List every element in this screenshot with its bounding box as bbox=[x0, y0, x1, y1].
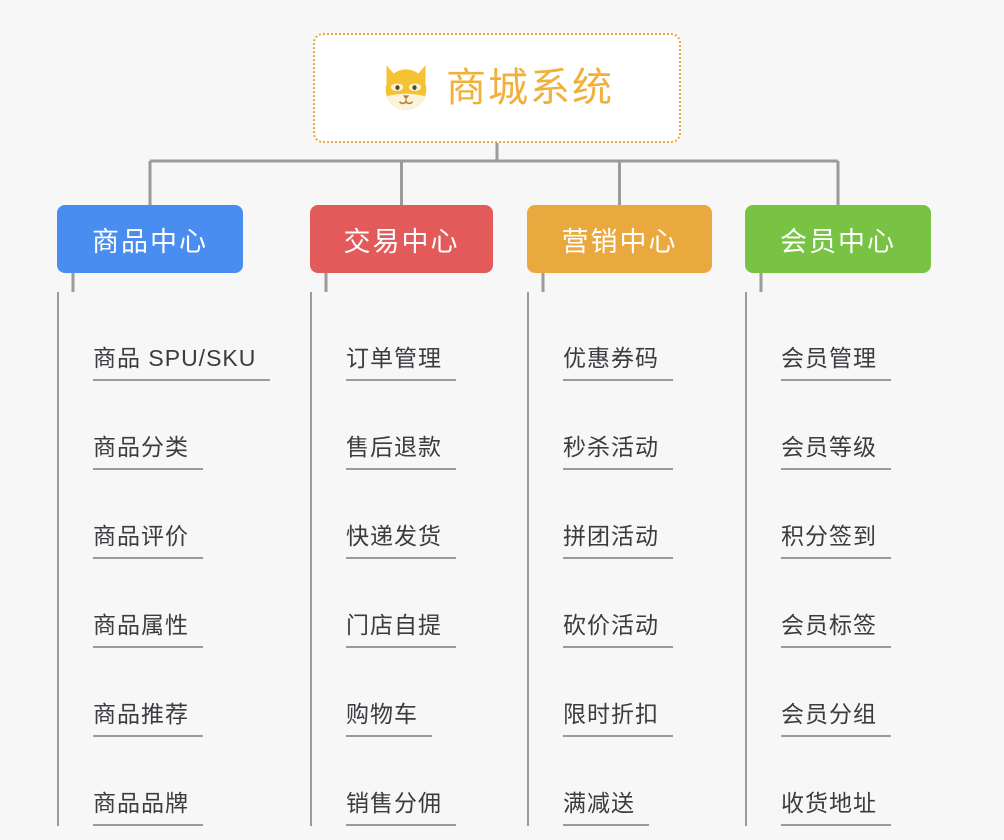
branch-spine bbox=[310, 292, 312, 826]
leaf-label: 优惠券码 bbox=[563, 339, 673, 381]
leaf-label: 积分签到 bbox=[781, 517, 891, 559]
category-box-product-center[interactable]: 商品中心 bbox=[57, 205, 243, 273]
leaf-item[interactable]: 会员管理 bbox=[745, 292, 931, 381]
category-column-trade-center: 交易中心订单管理售后退款快递发货门店自提购物车销售分佣 bbox=[310, 205, 493, 826]
category-box-trade-center[interactable]: 交易中心 bbox=[310, 205, 493, 273]
category-column-marketing-center: 营销中心优惠券码秒杀活动拼团活动砍价活动限时折扣满减送 bbox=[527, 205, 712, 826]
root-title: 商城系统 bbox=[446, 66, 614, 110]
category-label: 商品中心 bbox=[92, 226, 208, 257]
leaf-label: 门店自提 bbox=[346, 606, 456, 648]
leaf-item[interactable]: 售后退款 bbox=[310, 381, 493, 470]
leaf-item[interactable]: 商品品牌 bbox=[57, 737, 243, 826]
leaf-label: 会员管理 bbox=[781, 339, 891, 381]
leaf-list: 订单管理售后退款快递发货门店自提购物车销售分佣 bbox=[310, 292, 493, 826]
leaf-list: 会员管理会员等级积分签到会员标签会员分组收货地址 bbox=[745, 292, 931, 826]
leaf-item[interactable]: 商品分类 bbox=[57, 381, 243, 470]
category-label: 会员中心 bbox=[780, 226, 896, 257]
leaf-label: 购物车 bbox=[346, 695, 432, 737]
leaf-list: 优惠券码秒杀活动拼团活动砍价活动限时折扣满减送 bbox=[527, 292, 712, 826]
leaf-item[interactable]: 限时折扣 bbox=[527, 648, 712, 737]
category-box-member-center[interactable]: 会员中心 bbox=[745, 205, 931, 273]
category-box-marketing-center[interactable]: 营销中心 bbox=[527, 205, 712, 273]
leaf-item[interactable]: 购物车 bbox=[310, 648, 493, 737]
leaf-label: 商品 SPU/SKU bbox=[93, 339, 271, 381]
branch-spine bbox=[57, 292, 59, 826]
category-column-product-center: 商品中心商品 SPU/SKU 商品分类商品评价商品属性商品推荐商品品牌 bbox=[57, 205, 271, 826]
branch-spine bbox=[527, 292, 529, 826]
leaf-item[interactable]: 收货地址 bbox=[745, 737, 931, 826]
branch-spine bbox=[745, 292, 747, 826]
leaf-label: 满减送 bbox=[563, 784, 649, 826]
leaf-item[interactable]: 商品属性 bbox=[57, 559, 243, 648]
leaf-item[interactable]: 销售分佣 bbox=[310, 737, 493, 826]
root-node[interactable]: 商城系统 bbox=[313, 33, 681, 143]
leaf-item[interactable]: 商品评价 bbox=[57, 470, 243, 559]
leaf-item[interactable]: 砍价活动 bbox=[527, 559, 712, 648]
leaf-label: 商品推荐 bbox=[93, 695, 203, 737]
leaf-item[interactable]: 商品推荐 bbox=[57, 648, 243, 737]
leaf-label: 商品属性 bbox=[93, 606, 203, 648]
leaf-label: 销售分佣 bbox=[346, 784, 456, 826]
leaf-label: 会员分组 bbox=[781, 695, 891, 737]
leaf-item[interactable]: 订单管理 bbox=[310, 292, 493, 381]
leaf-item[interactable]: 拼团活动 bbox=[527, 470, 712, 559]
leaf-item[interactable]: 积分签到 bbox=[745, 470, 931, 559]
leaf-item[interactable]: 秒杀活动 bbox=[527, 381, 712, 470]
leaf-item[interactable]: 会员标签 bbox=[745, 559, 931, 648]
leaf-item[interactable]: 商品 SPU/SKU bbox=[57, 292, 271, 381]
category-label: 营销中心 bbox=[561, 226, 678, 257]
leaf-label: 会员等级 bbox=[781, 428, 891, 470]
category-column-member-center: 会员中心会员管理会员等级积分签到会员标签会员分组收货地址 bbox=[745, 205, 931, 826]
leaf-label: 商品品牌 bbox=[93, 784, 203, 826]
leaf-label: 售后退款 bbox=[346, 428, 456, 470]
dog-face-icon bbox=[385, 65, 427, 110]
leaf-label: 秒杀活动 bbox=[563, 428, 673, 470]
leaf-label: 收货地址 bbox=[781, 784, 891, 826]
category-label: 交易中心 bbox=[343, 226, 460, 257]
leaf-label: 商品评价 bbox=[93, 517, 203, 559]
leaf-label: 订单管理 bbox=[346, 339, 456, 381]
leaf-item[interactable]: 快递发货 bbox=[310, 470, 493, 559]
leaf-label: 快递发货 bbox=[346, 517, 456, 559]
leaf-item[interactable]: 门店自提 bbox=[310, 559, 493, 648]
leaf-item[interactable]: 会员等级 bbox=[745, 381, 931, 470]
leaf-item[interactable]: 会员分组 bbox=[745, 648, 931, 737]
leaf-label: 拼团活动 bbox=[563, 517, 673, 559]
leaf-label: 砍价活动 bbox=[563, 606, 673, 648]
leaf-list: 商品 SPU/SKU 商品分类商品评价商品属性商品推荐商品品牌 bbox=[57, 292, 271, 826]
leaf-item[interactable]: 满减送 bbox=[527, 737, 712, 826]
leaf-label: 限时折扣 bbox=[563, 695, 673, 737]
leaf-label: 商品分类 bbox=[93, 428, 203, 470]
leaf-item[interactable]: 优惠券码 bbox=[527, 292, 712, 381]
leaf-label: 会员标签 bbox=[781, 606, 891, 648]
